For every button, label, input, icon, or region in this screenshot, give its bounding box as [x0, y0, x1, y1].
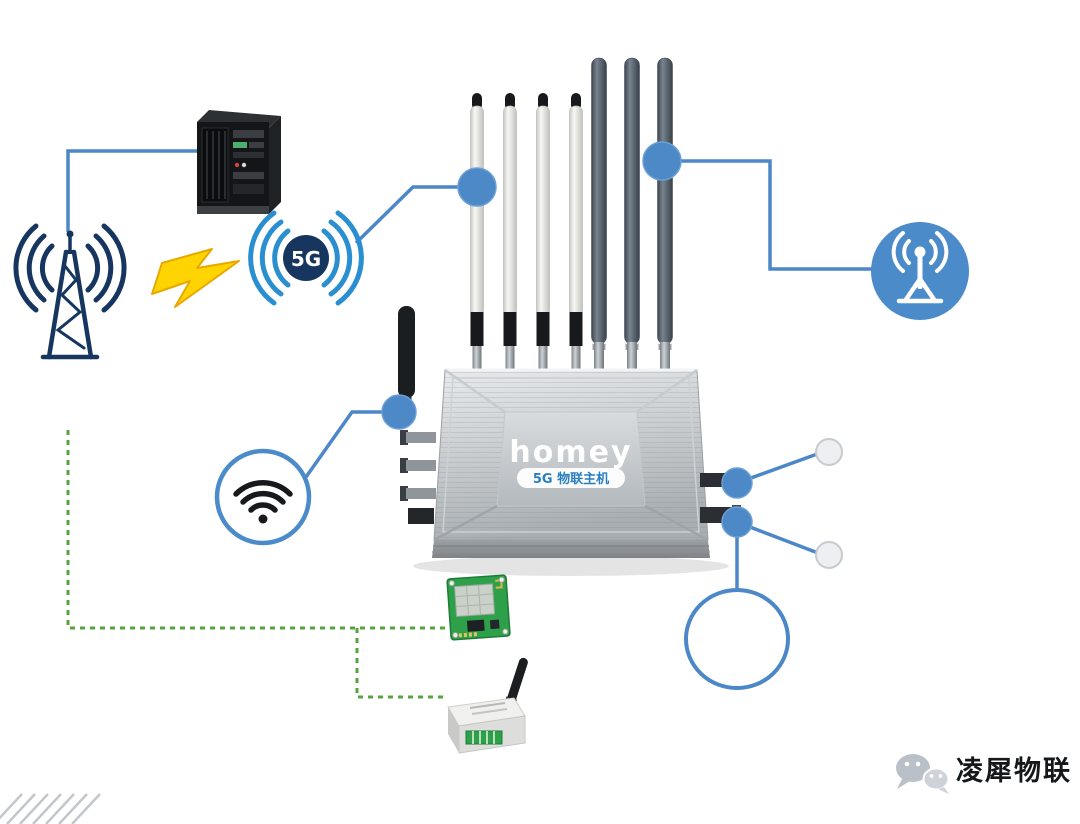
- broadcast-tower-icon: [871, 222, 969, 320]
- wifi-icon: [214, 448, 312, 546]
- device-logo: homey 5G 物联主机: [509, 435, 632, 488]
- antenna-gray-1: [591, 57, 607, 374]
- 5g-signal-icon: 5G: [248, 210, 364, 306]
- device-model: 5G 物联主机: [533, 471, 609, 487]
- corner-hatch-decoration: [0, 793, 101, 824]
- dashed-link-branch-to-dtu: [355, 628, 448, 699]
- pcb-module-icon: [446, 574, 511, 641]
- dtu-device-icon: [447, 657, 528, 754]
- lightning-icon: [151, 248, 240, 308]
- dashed-link-tower-to-pcb: [66, 430, 447, 630]
- node-dot-front-antenna: [457, 167, 497, 207]
- endpoint-circle-bottom: [815, 541, 843, 569]
- left-ports: [400, 430, 436, 524]
- link-pc-to-tower: [66, 149, 197, 232]
- node-dot-side-antenna: [381, 394, 417, 430]
- antenna-white-1: [470, 93, 484, 374]
- node-dot-port-top: [721, 467, 753, 499]
- dashed-links: [66, 430, 448, 699]
- gateway-device: homey 5G 物联主机: [413, 368, 729, 576]
- antenna-white-2: [503, 93, 517, 374]
- cell-tower-icon: [13, 223, 127, 360]
- brand-text: 凌犀物联: [956, 756, 1072, 787]
- link-antenna-to-5g: [354, 185, 477, 245]
- node-dot-rear-antenna: [642, 141, 682, 181]
- node-dot-port-bottom: [721, 506, 753, 538]
- wechat-icon: [896, 754, 950, 794]
- antenna-white-group: [470, 93, 583, 374]
- device-brand: homey: [509, 435, 632, 470]
- footer-brand: 凌犀物联: [896, 754, 1072, 794]
- antenna-white-3: [536, 93, 550, 374]
- antenna-gray-group: [591, 57, 673, 374]
- endpoint-circle-top: [815, 438, 843, 466]
- link-antenna-to-broadcast: [662, 159, 872, 271]
- antenna-gray-3: [657, 57, 673, 374]
- antenna-gray-2: [624, 57, 640, 374]
- endpoint-ring: [684, 588, 790, 690]
- antenna-white-4: [569, 93, 583, 374]
- industrial-computer-icon: [197, 110, 281, 214]
- connector-dots: [381, 141, 753, 538]
- 5g-label: 5G: [291, 247, 321, 271]
